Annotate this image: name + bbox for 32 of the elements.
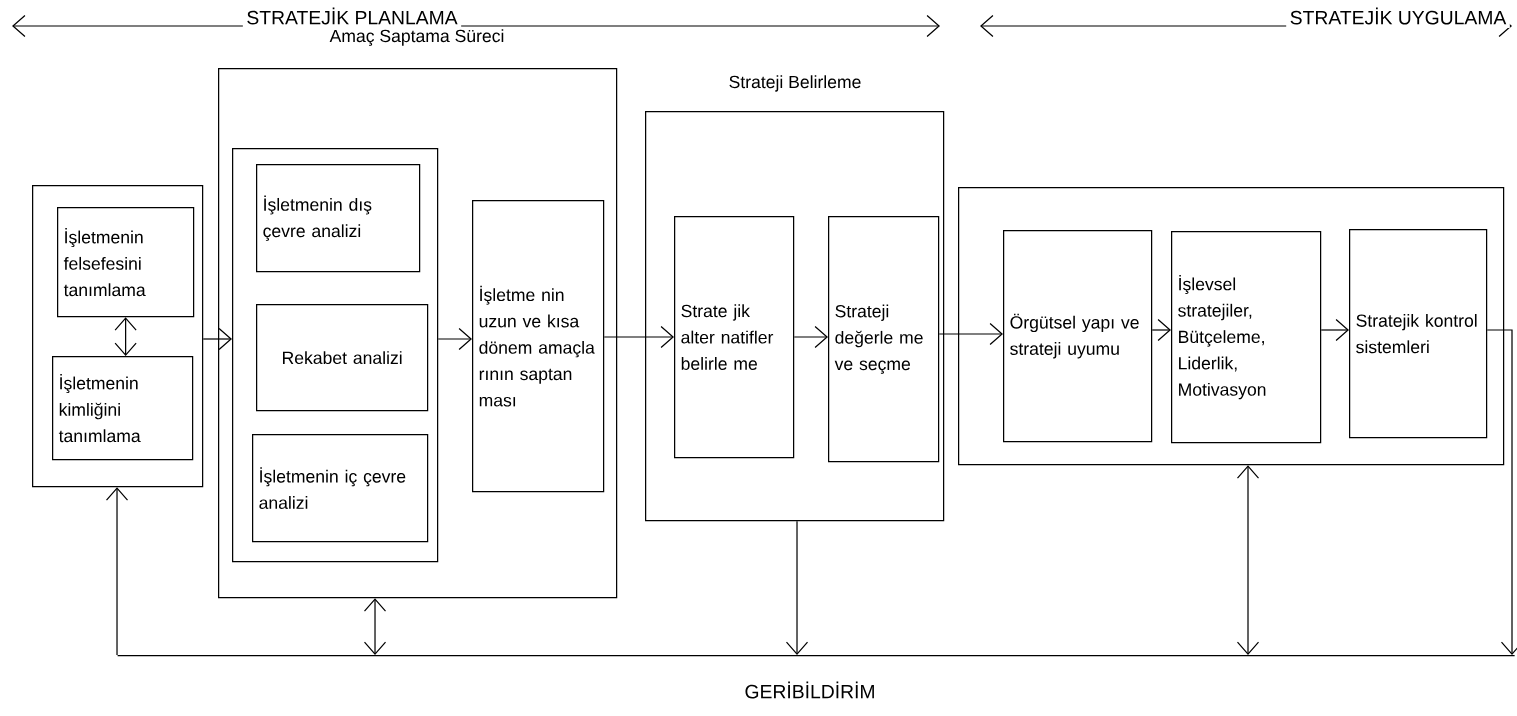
box-heading: Strateji Belirleme — [729, 75, 861, 92]
process-box: Strateji değerle me ve seçme — [828, 216, 940, 463]
process-box: Strate jik alter natifler belirle me — [674, 216, 795, 459]
feedback-line — [117, 655, 1516, 657]
group-box — [232, 148, 439, 563]
arrow — [202, 327, 232, 351]
arrow — [1320, 318, 1349, 342]
arrow — [785, 520, 809, 655]
arrow — [938, 322, 1003, 346]
feedback-label: GERİBİLDİRİM — [741, 678, 880, 702]
arrow — [105, 487, 129, 656]
process-box: İşlevsel stratejiler, Bütçeleme, Liderlik, Motivasyon — [1171, 231, 1322, 444]
process-box: İşletmenin iç çevre analizi — [252, 434, 429, 543]
arrow — [603, 325, 674, 349]
process-box: İşletme nin uzun ve kısa dönem amaçla rının saptan ması — [472, 200, 605, 493]
process-box: Stratejik kontrol sistemleri — [1349, 229, 1488, 439]
process-box: İşletmenin dış çevre analizi — [256, 164, 421, 273]
arrow — [1486, 329, 1517, 655]
arrow — [793, 325, 828, 349]
arrow — [114, 317, 137, 356]
process-box: İşletmenin kimliğini tanımlama — [52, 356, 194, 461]
arrow — [437, 327, 472, 351]
group-box — [958, 187, 1505, 466]
span-label: STRATEJİK PLANLAMA — [242, 4, 462, 28]
arrow — [1236, 465, 1260, 655]
box-heading: Amaç Saptama Süreci — [329, 29, 504, 46]
group-box — [32, 185, 204, 488]
arrow — [363, 598, 387, 655]
process-box: Rekabet analizi — [256, 304, 429, 412]
process-box: İşletmenin felsefesini tanımlama — [57, 207, 195, 318]
process-box: Örgütsel yapı ve strateji uyumu — [1003, 230, 1153, 443]
span-label: STRATEJİK UYGULAMA — [1286, 4, 1510, 28]
